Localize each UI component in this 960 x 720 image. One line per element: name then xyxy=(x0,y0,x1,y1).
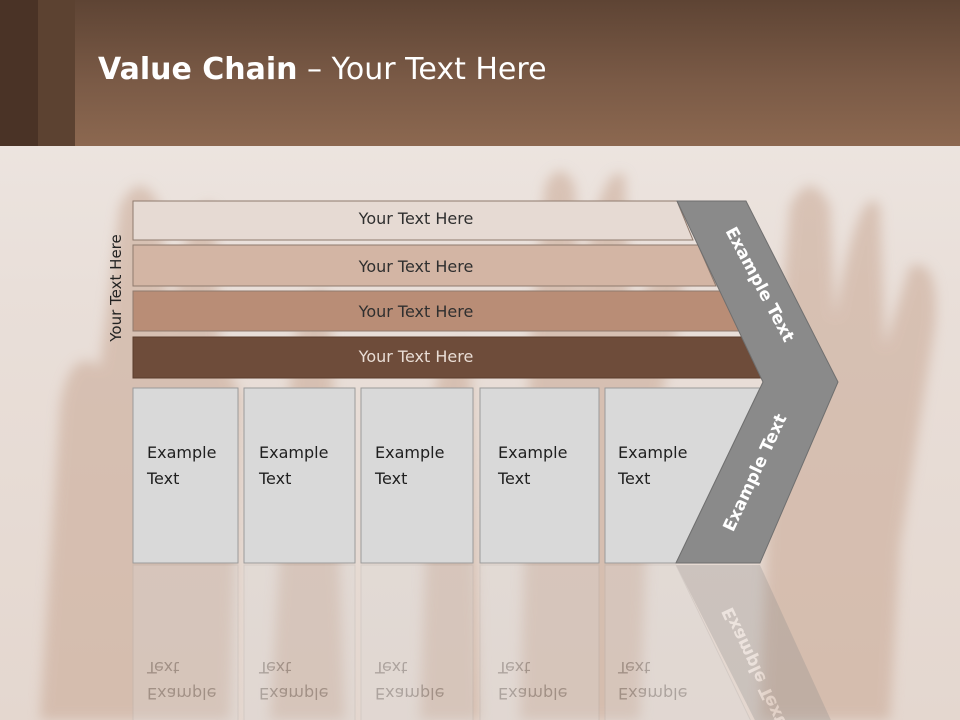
row-3-label: Your Text Here xyxy=(358,302,474,321)
svg-text:Example: Example xyxy=(498,684,567,703)
row-2-label: Your Text Here xyxy=(358,257,474,276)
rows: Your Text Here Your Text Here Your Text … xyxy=(132,200,764,379)
column-4-line1: Example xyxy=(498,443,567,462)
svg-text:Text: Text xyxy=(617,658,650,677)
row-2-shape xyxy=(132,244,717,287)
columns: Example Text Example Text Example Text E… xyxy=(132,387,761,564)
svg-text:Text: Text xyxy=(497,658,530,677)
svg-text:Example: Example xyxy=(375,684,444,703)
header-accent-strip-dark xyxy=(0,0,38,146)
column-1-line1: Example xyxy=(147,443,216,462)
title-bold-part: Value Chain xyxy=(98,52,298,87)
column-2-line1: Example xyxy=(259,443,328,462)
row-4-label: Your Text Here xyxy=(358,347,474,366)
svg-text:Example: Example xyxy=(259,684,328,703)
column-5-line2: Text xyxy=(617,469,650,488)
svg-text:Example: Example xyxy=(147,684,216,703)
svg-text:Example: Example xyxy=(618,684,687,703)
row-1-label: Your Text Here xyxy=(358,209,474,228)
header-accent-strip xyxy=(38,0,75,146)
title-rest-part: – Your Text Here xyxy=(297,52,547,87)
svg-text:Text: Text xyxy=(374,658,407,677)
column-3-line1: Example xyxy=(375,443,444,462)
column-3-box xyxy=(360,387,474,564)
slide-title: Value Chain – Your Text Here xyxy=(98,52,547,87)
column-5-line1: Example xyxy=(618,443,687,462)
column-4-line2: Text xyxy=(497,469,530,488)
chevron-shape xyxy=(675,200,839,564)
svg-text:Text: Text xyxy=(146,658,179,677)
reflection: Example Text Example Text Example Text E… xyxy=(132,564,831,720)
column-2-box xyxy=(243,387,356,564)
column-1-line2: Text xyxy=(146,469,179,488)
column-3-line2: Text xyxy=(374,469,407,488)
column-1-box xyxy=(132,387,239,564)
header-bar: Value Chain – Your Text Here xyxy=(0,0,960,146)
row-1-shape xyxy=(132,200,694,241)
column-2-line2: Text xyxy=(258,469,291,488)
svg-text:Text: Text xyxy=(258,658,291,677)
column-4-box xyxy=(479,387,600,564)
